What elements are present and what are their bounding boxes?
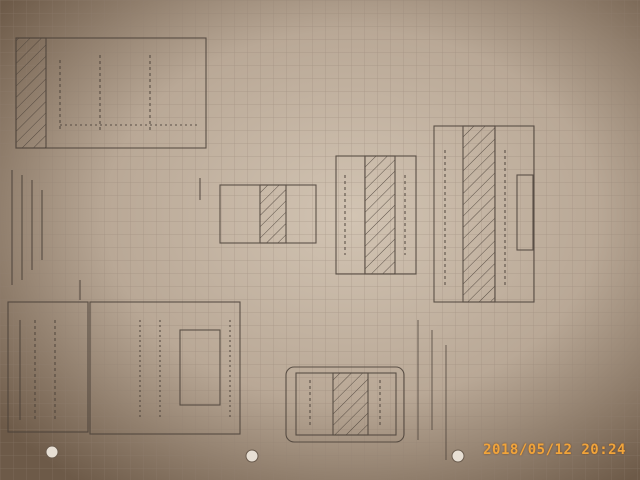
datestamp-date: 2018/05/12: [483, 442, 572, 458]
datestamp-time: 20:24: [581, 442, 626, 458]
camera-datestamp: 2018/05/12 20:24: [483, 442, 626, 458]
